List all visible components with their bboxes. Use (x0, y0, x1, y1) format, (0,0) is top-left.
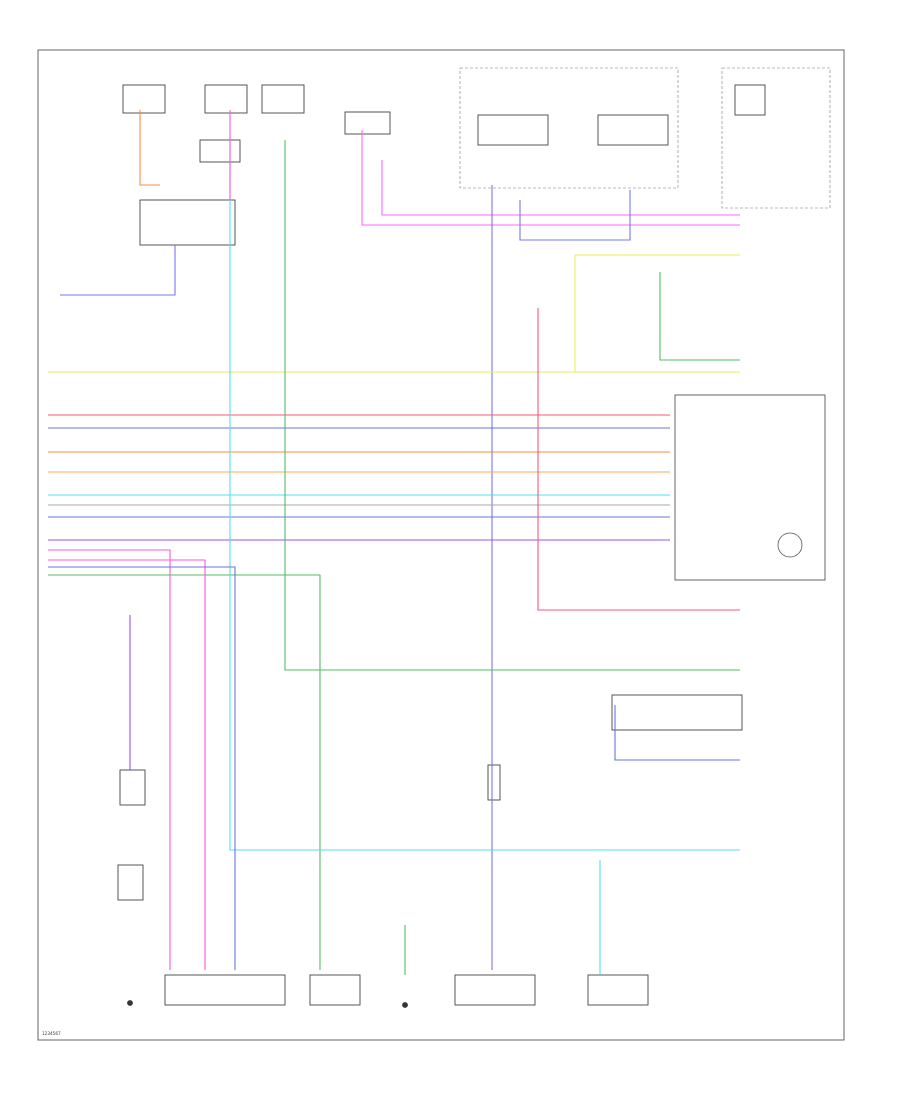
relay-box-2 (204, 84, 248, 114)
ground-symbol-center (402, 1002, 408, 1008)
wire-pink-top-2 (361, 130, 740, 226)
diagram-frame (37, 49, 845, 1041)
relay-box-1 (122, 84, 166, 114)
wire-pink-top (381, 160, 740, 216)
dash-box-switches (459, 67, 679, 189)
top-left-relay-group (122, 84, 305, 246)
bottom-module-4 (587, 974, 649, 1006)
sensor-box-top (344, 111, 391, 135)
switch-box-1 (139, 199, 236, 246)
bottom-module-1 (164, 974, 286, 1006)
fuse-box-left (119, 769, 146, 806)
wire-group (48, 110, 740, 975)
resistor-center (487, 764, 501, 801)
wire-blue-bottom (48, 566, 236, 970)
motor-symbol (777, 532, 803, 558)
relay-box-3 (261, 84, 305, 114)
wire-red-right (537, 308, 740, 611)
wire-magenta-bottom (48, 559, 206, 970)
control-module-right (674, 394, 826, 581)
top-right-switch-group (459, 67, 831, 209)
wire-green-right (659, 272, 740, 361)
wire-blue-top-2 (519, 190, 631, 241)
ground-symbol-left (127, 1000, 133, 1006)
relay-box-right (734, 84, 766, 116)
wire-yellow-vert (574, 254, 740, 372)
connector-box-1 (199, 139, 241, 163)
switch-box-2 (477, 114, 549, 146)
bottom-module-2 (309, 974, 361, 1006)
wire-blue-right-gnd (614, 705, 740, 761)
sensor-box-left (117, 864, 144, 901)
wire-green-1 (48, 574, 321, 970)
wire-cyan-long (229, 140, 740, 851)
wire-magenta-1 (48, 549, 171, 970)
dash-box-right (721, 67, 831, 209)
top-middle-sensor-group (344, 111, 391, 135)
wire-blue-left (60, 245, 176, 296)
ground-box-right (611, 694, 743, 731)
wire-orange-top (139, 110, 160, 186)
footer-code: 1234567 (42, 1031, 61, 1036)
bottom-module-3 (454, 974, 536, 1006)
wire-green-long (284, 140, 740, 671)
ground-symbols (127, 1000, 408, 1008)
switch-box-3 (597, 114, 669, 146)
